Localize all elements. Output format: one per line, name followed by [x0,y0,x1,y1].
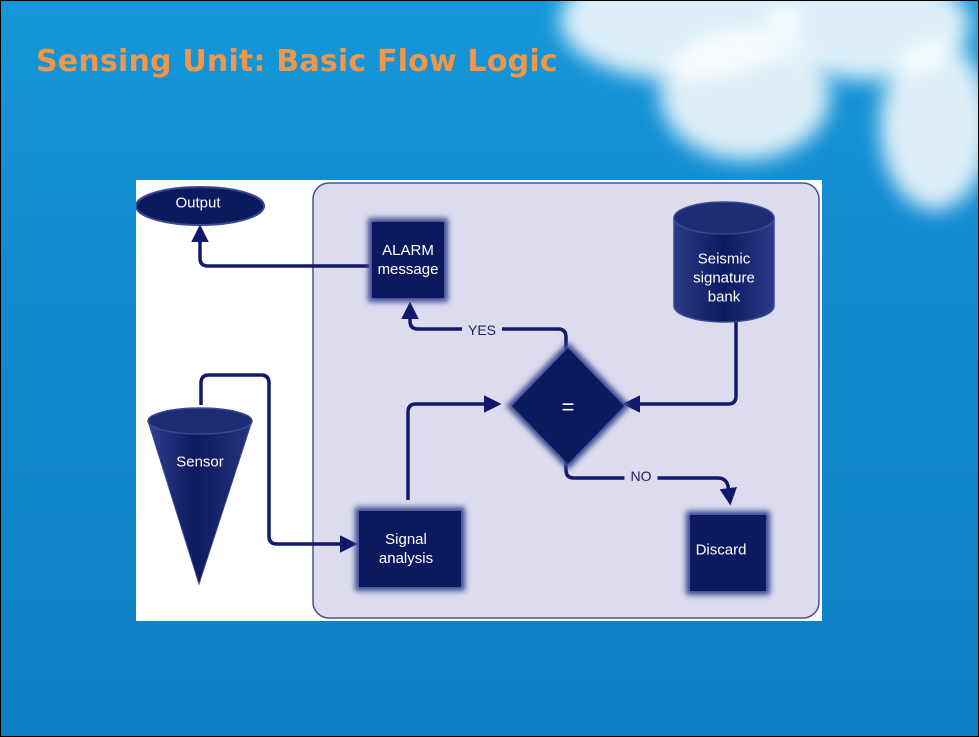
comparator-node [512,348,624,464]
seismic-bank-node [673,217,775,323]
output-node [136,186,265,226]
connector-analysis-to-compare [406,395,502,500]
flow-diagram: Output ALARM message Seismic signature b… [136,180,822,621]
yes-label: YES [461,322,503,338]
connector-alarm-to-output [191,224,369,268]
comparator-label: = [561,394,575,420]
discard-node [690,515,766,591]
seismic-bank-top [673,201,775,235]
sensor-label: Sensor [176,453,224,471]
signal-analysis-node [359,511,461,587]
slide-title: Sensing Unit: Basic Flow Logic [36,44,558,79]
flow-diagram-canvas [136,182,820,619]
sensor-top [147,407,253,435]
sensor-node [147,420,253,586]
connector-bank-to-compare [622,320,738,413]
discard-label: Discard [695,541,747,559]
signal-analysis-line: Signal [385,531,427,548]
seismic-bank-line: bank [707,288,741,306]
signal-analysis-label: Signal analysis [379,530,433,568]
alarm-message-line: message [377,261,439,278]
cloud-decoration [880,40,979,210]
signal-analysis-line: analysis [378,550,434,567]
seismic-bank-label: Seismic signature bank [693,250,755,307]
alarm-message-label: ALARM message [378,241,439,279]
alarm-message-node [372,222,444,298]
output-label: Output [175,194,221,212]
connector-sensor-to-analysis [199,373,358,553]
seismic-bank-line: Seismic [697,250,751,268]
seismic-bank-line: signature [693,269,755,287]
alarm-message-line: ALARM [382,242,434,259]
no-label: NO [624,468,658,484]
